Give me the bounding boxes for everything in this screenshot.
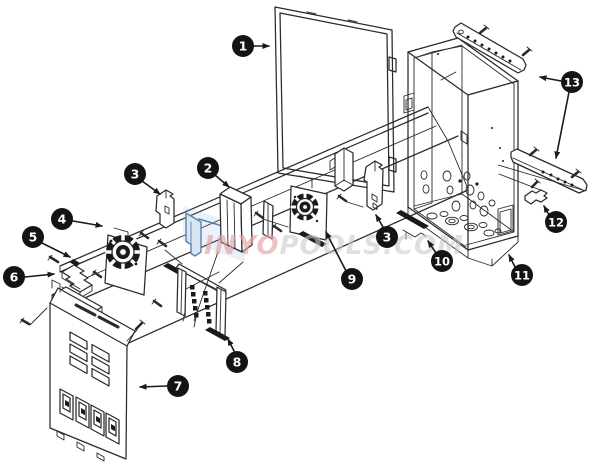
channel-bracket [329, 147, 354, 192]
callout-13: 13 [539, 71, 583, 159]
svg-text:12: 12 [548, 216, 564, 230]
callout-2: 2 [197, 157, 230, 188]
bracket-right [363, 160, 384, 211]
svg-text:13: 13 [564, 76, 580, 90]
screw [156, 238, 168, 248]
nut [70, 259, 80, 267]
door-panel [274, 6, 397, 193]
callout-6: 6 [3, 266, 55, 288]
screws [19, 24, 582, 331]
screw [253, 210, 265, 220]
callout-7: 7 [139, 375, 189, 397]
transformer-center [289, 175, 328, 247]
callout-12: 12 [543, 205, 567, 233]
latch-loop [403, 92, 415, 114]
screw [47, 254, 60, 264]
bracket-left [155, 189, 175, 229]
svg-text:6: 6 [10, 270, 19, 285]
terminal-block [163, 201, 364, 341]
callout-4: 4 [51, 208, 103, 230]
screw [570, 168, 582, 179]
screw [134, 319, 146, 331]
dead-front-panel [29, 279, 138, 462]
screw [528, 146, 540, 157]
callout-3a: 3 [124, 163, 161, 195]
din-rail [396, 210, 429, 240]
svg-text:5: 5 [29, 230, 38, 245]
callout-10: 10 [427, 240, 453, 272]
mounting-rail-bottom [497, 148, 588, 194]
svg-text:11: 11 [514, 269, 530, 283]
svg-text:2: 2 [204, 161, 213, 176]
mounting-rail-top [440, 22, 527, 81]
svg-text:8: 8 [233, 355, 242, 370]
screw [521, 46, 533, 57]
breaker-switches [59, 388, 120, 445]
svg-text:1: 1 [239, 39, 248, 54]
svg-text:3: 3 [131, 167, 140, 182]
callout-8: 8 [226, 338, 248, 373]
callout-9: 9 [325, 231, 363, 290]
screw [19, 317, 31, 326]
svg-text:7: 7 [174, 379, 183, 394]
callout-5: 5 [22, 226, 71, 258]
contactor [219, 186, 253, 253]
screw [336, 193, 348, 203]
callouts: 1 2 3 3 4 5 6 [3, 35, 583, 397]
strip-bracket [262, 200, 274, 240]
callout-11: 11 [508, 254, 533, 286]
svg-text:4: 4 [58, 212, 67, 227]
screw [138, 230, 150, 240]
screw [478, 24, 490, 35]
svg-text:9: 9 [348, 272, 357, 287]
vent-slots [69, 331, 110, 387]
screw [530, 178, 541, 189]
callout-1: 1 [232, 35, 270, 57]
watermark-inyo: INYO [204, 231, 279, 261]
svg-text:3: 3 [383, 230, 392, 245]
screw [271, 223, 283, 233]
transformer-left [104, 227, 148, 296]
svg-text:10: 10 [434, 255, 450, 269]
screw [151, 298, 163, 308]
callout-3b: 3 [375, 214, 398, 248]
watermark-pools: POOLS [279, 231, 383, 261]
relay-bracket-blue [183, 206, 247, 262]
enclosure-box [403, 37, 519, 267]
screw [91, 269, 103, 279]
clamp-bracket [524, 189, 548, 205]
